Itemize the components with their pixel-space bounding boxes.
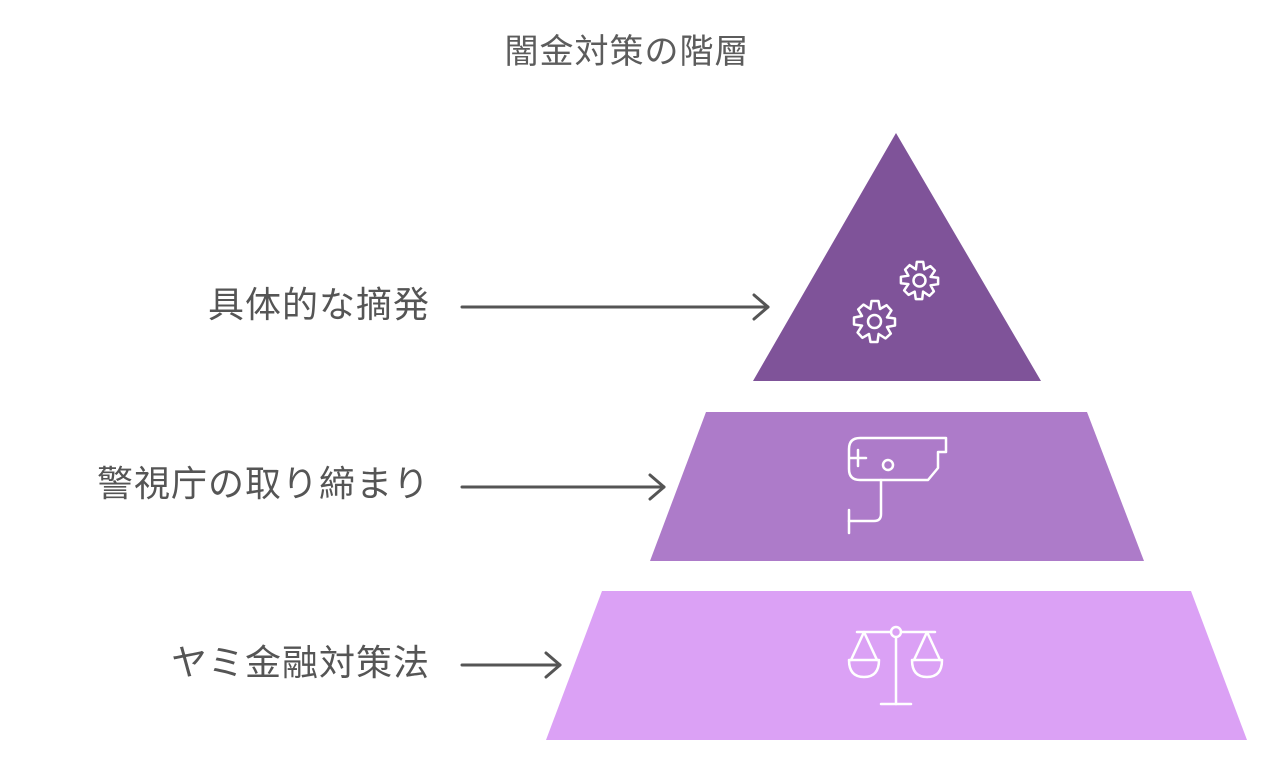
level-label-middle: 警視庁の取り締まり [96,464,430,505]
level-label-top: 具体的な摘発 [207,285,430,326]
scales-of-justice-icon [847,625,944,706]
gears-icon [852,260,940,344]
pyramid-tier-middle [650,412,1144,561]
pyramid-tier-top [753,133,1041,381]
diagram-title: 闇金対策の階層 [504,32,750,72]
arrow-middle [460,473,666,501]
arrow-bottom [460,651,562,679]
security-camera-icon [847,436,948,535]
arrow-top [460,293,770,321]
level-label-bottom: ヤミ金融対策法 [170,643,430,684]
